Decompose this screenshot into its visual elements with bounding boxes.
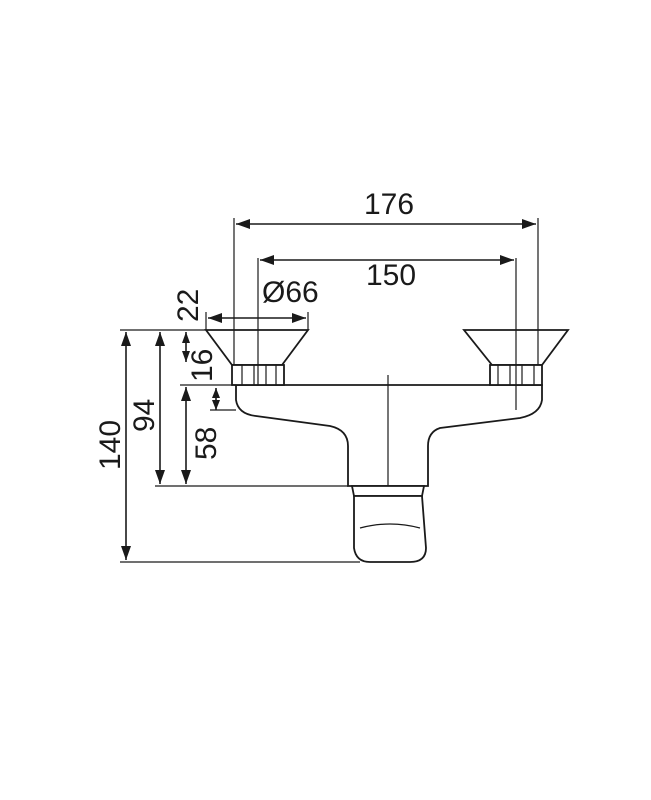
arrowhead bbox=[155, 332, 165, 346]
arrowhead bbox=[212, 388, 220, 398]
arrowhead bbox=[212, 400, 220, 410]
spout-outlet-highlight bbox=[359, 523, 421, 529]
arrowhead bbox=[292, 313, 306, 323]
tap-body bbox=[235, 384, 543, 487]
arrowhead bbox=[208, 313, 222, 323]
arrowhead bbox=[181, 387, 191, 401]
label-overall-width: 176 bbox=[364, 188, 414, 221]
arrowhead bbox=[500, 255, 514, 265]
arrowhead bbox=[260, 255, 274, 265]
label-nut-diameter: Ø66 bbox=[262, 276, 319, 309]
spout-aerator bbox=[350, 485, 426, 497]
arrowhead bbox=[182, 351, 190, 362]
label-height-center: 58 bbox=[190, 427, 223, 460]
label-nut-height: 22 bbox=[172, 289, 205, 322]
extension-lines bbox=[120, 218, 539, 563]
dimension-labels: 176 150 Ø66 22 16 140 94 58 bbox=[94, 188, 416, 470]
dimension-lines bbox=[121, 219, 536, 560]
arrowhead bbox=[121, 546, 131, 560]
spout-outlet bbox=[353, 495, 427, 563]
arrowhead bbox=[182, 332, 190, 343]
arrowhead bbox=[522, 219, 536, 229]
label-offset-small: 16 bbox=[186, 349, 219, 382]
label-center-distance: 150 bbox=[366, 259, 416, 292]
arrowhead bbox=[181, 470, 191, 484]
tap-body-group bbox=[204, 329, 570, 563]
left-connector-cone bbox=[204, 329, 310, 366]
label-height-total: 140 bbox=[94, 420, 127, 470]
arrowhead bbox=[236, 219, 250, 229]
arrowhead bbox=[121, 332, 131, 346]
arrowhead bbox=[155, 470, 165, 484]
label-height-to-body: 94 bbox=[128, 399, 161, 432]
